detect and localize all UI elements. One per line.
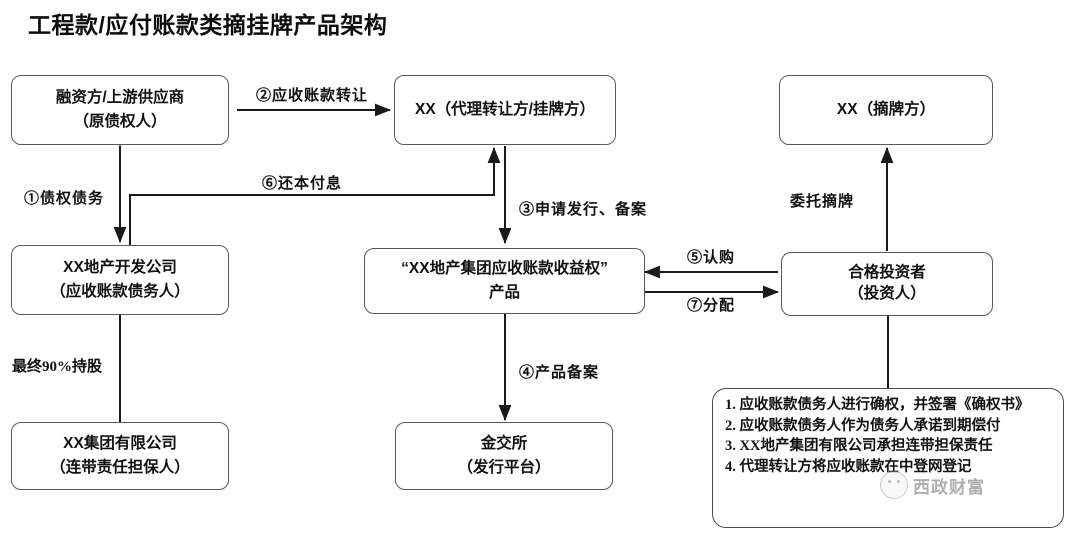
edge-label-subscription: ⑤认购 — [687, 250, 736, 266]
node-bidder[interactable]: XX（摘牌方） — [779, 75, 993, 145]
note-item-2: 2. 应收账款债务人作为债务人承诺到期偿付 — [725, 417, 1001, 434]
edge-label-product-filing: ④产品备案 — [519, 365, 600, 381]
edge-label-receivable-transfer: ②应收账款转让 — [256, 88, 369, 104]
edge-label-distribution: ⑦分配 — [687, 298, 736, 314]
edge-label-equity-holding: 最终90%持股 — [12, 359, 103, 375]
node-agent[interactable]: XX（代理转让方/挂牌方） — [394, 75, 616, 145]
node-exchange-line2: （发行平台） — [457, 459, 551, 476]
note-item-3: 3. XX地产集团有限公司承担连带担保责任 — [725, 438, 993, 455]
node-group[interactable]: XX集团有限公司 （连带责任担保人） — [11, 422, 229, 490]
node-developer[interactable]: XX地产开发公司 （应收账款债务人） — [11, 245, 229, 315]
node-product[interactable]: “XX地产集团应收账款收益权” 产品 — [364, 248, 645, 314]
node-agent-line1: XX（代理转让方/挂牌方） — [415, 100, 595, 118]
node-product-line2: 产品 — [488, 284, 520, 301]
node-product-line1: “XX地产集团应收账款收益权” — [401, 259, 608, 277]
node-developer-line1: XX地产开发公司 — [63, 258, 177, 276]
page-title: 工程款/应付账款类摘挂牌产品架构 — [28, 12, 388, 38]
note-item-4: 4. 代理转让方将应收账款在中登网登记 — [725, 458, 972, 475]
edge-label-entrust-delisting: 委托摘牌 — [790, 194, 855, 210]
node-exchange-line1: 金交所 — [480, 434, 528, 452]
node-financier[interactable]: 融资方/上游供应商 （原债权人） — [11, 75, 229, 145]
note-box: 1. 应收账款债务人进行确权，并签署《确权书》 2. 应收账款债务人作为债务人承… — [712, 388, 1064, 528]
node-exchange[interactable]: 金交所 （发行平台） — [395, 422, 613, 490]
note-item-1: 1. 应收账款债务人进行确权，并签署《确权书》 — [725, 397, 1030, 413]
node-group-line2: （连带责任担保人） — [50, 459, 190, 476]
edge-label-debt-relation: ①债权债务 — [24, 191, 105, 207]
node-group-line1: XX集团有限公司 — [63, 434, 177, 452]
node-bidder-line1: XX（摘牌方） — [836, 100, 936, 118]
node-financier-line2: （原债权人） — [73, 113, 167, 130]
edge-label-principal-interest: ⑥还本付息 — [262, 176, 343, 192]
node-investor[interactable]: 合格投资者 （投资人） — [781, 252, 993, 316]
node-developer-line2: （应收账款债务人） — [50, 283, 190, 300]
node-investor-line2: （投资人） — [848, 285, 926, 302]
node-investor-line1: 合格投资者 — [848, 264, 926, 282]
node-financier-line1: 融资方/上游供应商 — [55, 88, 185, 106]
edge-label-issue-application: ③申请发行、备案 — [519, 202, 648, 218]
